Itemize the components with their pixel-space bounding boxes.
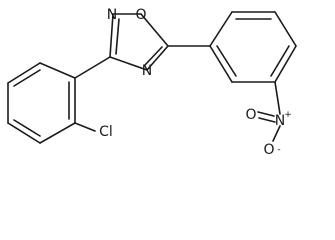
bond-ar1-4 — [7, 122, 41, 144]
bond-ar1-inner-1 — [13, 69, 41, 87]
bond-ar2-inner-3 — [216, 45, 237, 77]
bond-ar2-6 — [209, 45, 233, 83]
bond-c3-aryl — [74, 56, 111, 79]
bond-nitro-o-lower — [272, 125, 281, 142]
bond-ar1-2 — [7, 62, 41, 84]
bond-ar1-inner-2 — [13, 119, 41, 137]
chemical-structure: N O N Cl N + O O - — [7, 7, 297, 158]
bond-ar2-inner-2 — [270, 45, 290, 77]
atom-nitro-o-upper: O — [245, 107, 256, 123]
atom-chlorine: Cl — [99, 124, 113, 140]
nitro-n-charge: + — [284, 110, 292, 120]
bond-c3-n2-double — [115, 18, 120, 55]
bond-n4-c3 — [109, 56, 148, 71]
bond-ar1-5 — [39, 122, 76, 144]
nitro-o-lower-charge: - — [277, 145, 280, 155]
bond-nitro-o-upper — [257, 111, 275, 117]
atom-nitro-o-lower: O — [263, 142, 274, 158]
bond-c3-n2 — [109, 13, 114, 58]
bond-c-cl — [74, 122, 96, 132]
bond-ar1-1 — [39, 62, 76, 79]
bond-ar2-1 — [209, 11, 233, 47]
atom-n4: N — [142, 63, 152, 79]
atom-n2: N — [107, 7, 117, 23]
bond-c5-n4-double — [144, 46, 163, 66]
bond-ar2-4 — [274, 45, 297, 83]
atom-nitro-n: N — [275, 113, 285, 129]
bond-nitro-o-upper-double — [258, 117, 276, 123]
atom-o1: O — [135, 7, 146, 23]
bond-o-c5 — [140, 13, 169, 47]
bond-c5-n4 — [146, 45, 169, 71]
bond-c-nitro — [274, 81, 281, 115]
bond-ar2-3 — [274, 11, 297, 47]
